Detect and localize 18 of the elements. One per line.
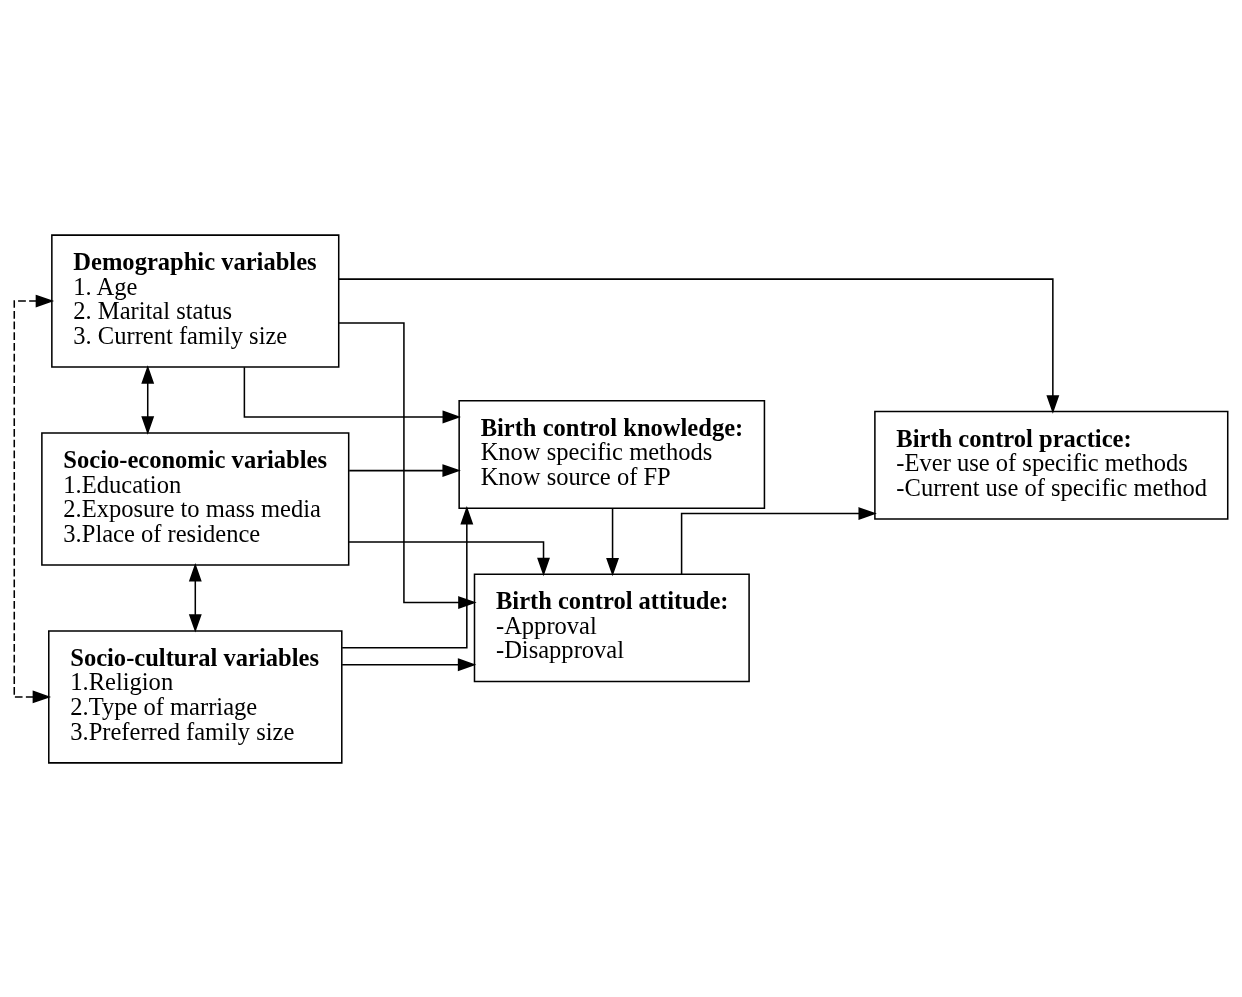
node-box: Birth control practice: -Ever use of specific methods -Current use of specific method bbox=[874, 410, 1229, 520]
arrow bbox=[13, 294, 55, 703]
arrow bbox=[348, 463, 461, 477]
node-box: Birth control knowledge: Know specific methods Know source of FP bbox=[458, 399, 766, 509]
arrow bbox=[243, 365, 461, 423]
arrow bbox=[338, 321, 477, 609]
arrow bbox=[188, 562, 202, 633]
node-box: Demographic variables 1. Age 2. Marital status 3. Current family size bbox=[51, 233, 340, 368]
node-box: Socio-cultural variables 1.Religion 2.Type of marriage 3.Preferred family size bbox=[48, 629, 343, 764]
arrow bbox=[680, 506, 877, 575]
arrow bbox=[141, 364, 155, 435]
arrow bbox=[341, 657, 477, 671]
arrow bbox=[606, 507, 619, 576]
node-box: Socio-economic variables 1.Education 2.Exposure to mass media 3.Place of residence bbox=[41, 431, 350, 566]
arrow bbox=[338, 277, 1060, 414]
arrow bbox=[341, 505, 474, 649]
node-box: Birth control attitude: -Approval -Disapproval bbox=[473, 572, 750, 682]
arrow bbox=[348, 540, 550, 576]
